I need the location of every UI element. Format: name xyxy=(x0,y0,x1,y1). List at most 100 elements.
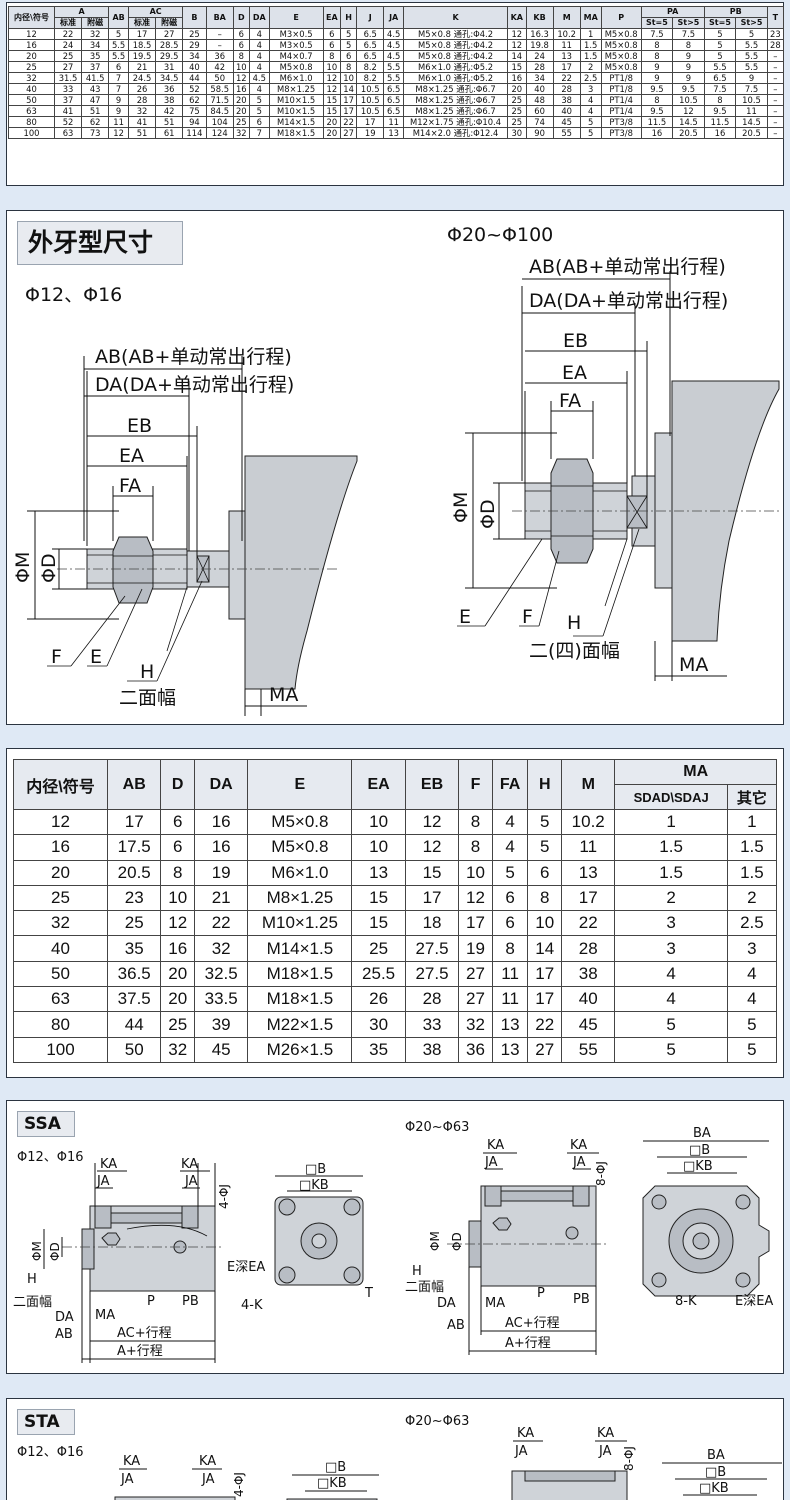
small-E-label: E xyxy=(90,646,102,668)
table-cell: 8 xyxy=(340,61,358,73)
table-cell: 6.5 xyxy=(383,105,405,117)
table-cell: 28.5 xyxy=(155,39,184,51)
external-thread-title: 外牙型尺寸 xyxy=(17,221,183,265)
table-cell: 17 xyxy=(404,884,460,912)
table-cell: 8 xyxy=(527,884,563,912)
table-cell: 32 xyxy=(160,1036,195,1063)
ssa-small-J: 4-ΦJ xyxy=(217,1184,231,1209)
table-cell: M3×0.5 xyxy=(268,39,324,51)
table-cell: M3×0.5 xyxy=(268,28,324,40)
table-cell: 9 xyxy=(672,72,705,84)
table-cell: 51 xyxy=(81,105,110,117)
table-cell: 13 xyxy=(552,50,581,62)
table-cell: 27 xyxy=(458,986,493,1013)
table-cell: 19 xyxy=(458,935,493,962)
table-cell: 10 xyxy=(160,884,195,912)
table-cell: 24.5 xyxy=(127,72,157,84)
header-PB: PB xyxy=(703,6,768,18)
table-cell: 16 xyxy=(193,834,249,861)
table-cell: 32 xyxy=(81,28,110,40)
table-cell: 63 xyxy=(53,127,83,139)
header-bore: 内径\符号 xyxy=(8,6,55,29)
small-FA-label: FA xyxy=(119,475,141,497)
header-BA: BA xyxy=(205,6,234,29)
table-cell: 28 xyxy=(404,986,460,1013)
header-K: K xyxy=(403,6,509,29)
table-cell: 10 xyxy=(232,61,250,73)
large-F-label: F xyxy=(522,606,533,628)
ssa-small-EEA: E深EA xyxy=(227,1260,265,1275)
table-cell: 13 xyxy=(491,1036,529,1063)
table-cell: 13 xyxy=(491,1011,529,1038)
table-cell: 55 xyxy=(552,127,581,139)
ssa-small-KB: □KB xyxy=(299,1178,329,1193)
table-cell: 50 xyxy=(8,94,55,106)
table-cell: 6 xyxy=(491,910,529,937)
small-nut xyxy=(112,536,154,604)
table-cell: M22×1.5 xyxy=(247,1011,353,1038)
table-cell: 60 xyxy=(525,105,554,117)
table-cell: 16 xyxy=(193,808,249,836)
table-cell: 42 xyxy=(155,105,184,117)
table-cell: 13 xyxy=(383,127,405,139)
table-cell: 8 xyxy=(640,39,674,51)
table-cell: 33 xyxy=(53,83,83,95)
table-cell: 7.5 xyxy=(672,28,705,40)
table-cell: 30 xyxy=(351,1011,406,1038)
table-cell: 17 xyxy=(356,116,385,128)
ssa-large-KA2: KA xyxy=(570,1138,587,1153)
table-cell: 22 xyxy=(552,72,581,84)
table-cell: 1.5 xyxy=(614,859,728,886)
table-cell: 43 xyxy=(81,83,110,95)
ssa-small-KA2: KA xyxy=(181,1157,198,1172)
table-cell: M5×0.8 通孔:Φ4.2 xyxy=(403,28,509,40)
table-cell: 45 xyxy=(193,1036,249,1063)
ssa-large-ACstroke: AC+行程 xyxy=(505,1316,560,1331)
header-M: M xyxy=(552,6,581,29)
ssa-large-Astroke: A+行程 xyxy=(505,1336,551,1351)
table-cell: 6.5 xyxy=(383,83,405,95)
table-cell: 4 xyxy=(579,105,602,117)
table-cell: 17 xyxy=(527,986,563,1013)
table-cell: 14 xyxy=(507,50,527,62)
table-cell: 8 xyxy=(640,50,674,62)
ssa-large-P: P xyxy=(537,1286,545,1301)
table-cell: 25 xyxy=(53,50,83,62)
header-A: A xyxy=(53,6,110,18)
header-KB: KB xyxy=(525,6,554,29)
table-cell: 22 xyxy=(340,116,358,128)
table-cell: 18.5 xyxy=(127,39,157,51)
header-EA: EA xyxy=(322,6,342,29)
table-cell: 13 xyxy=(351,859,406,886)
ssa-large-EEA: E深EA xyxy=(735,1294,773,1309)
table-cell: 5.5 xyxy=(735,39,768,51)
large-E-label: E xyxy=(459,606,471,628)
table-cell: PT1/4 xyxy=(600,105,642,117)
table-cell: – xyxy=(205,28,234,40)
table-cell: 7.5 xyxy=(703,83,737,95)
ssa-small-KA1: KA xyxy=(100,1157,117,1172)
ssa-large-M: ΦM xyxy=(428,1231,442,1251)
table-cell: M26×1.5 xyxy=(247,1036,353,1063)
table-cell: 10.2 xyxy=(552,28,581,40)
table-cell: 28 xyxy=(552,83,581,95)
table-cell: 8 xyxy=(322,50,342,62)
table-cell: 25.5 xyxy=(351,960,406,988)
table-cell: 12 xyxy=(404,834,460,861)
ssa-small-DA: DA xyxy=(55,1310,74,1325)
table-cell: M5×0.8 xyxy=(600,50,642,62)
table-cell: 5 xyxy=(726,1011,778,1038)
table-cell: 32.5 xyxy=(193,960,249,988)
table-cell: 4.5 xyxy=(383,28,405,40)
table-cell: 25 xyxy=(232,116,250,128)
sta-large-KB: □KB xyxy=(699,1481,729,1496)
table-cell: 16 xyxy=(703,127,737,139)
table-cell: M5×0.8 xyxy=(600,28,642,40)
table-cell: 27 xyxy=(527,1036,563,1063)
table-cell: 4 xyxy=(726,960,778,988)
